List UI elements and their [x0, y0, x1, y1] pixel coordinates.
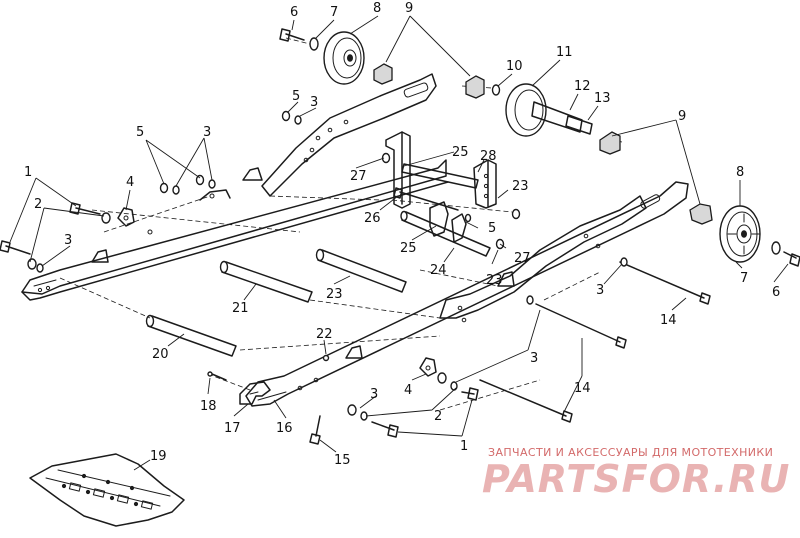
callout-3: 3	[203, 125, 211, 140]
callout-8: 8	[373, 1, 381, 16]
right-fasteners	[309, 257, 711, 445]
callout-4: 4	[404, 383, 412, 398]
callout-9: 9	[678, 109, 686, 124]
watermark-tagline: ЗАПЧАСТИ И АКСЕССУАРЫ ДЛЯ МОТОТЕХНИКИ	[488, 446, 773, 459]
callout-23: 23	[326, 287, 343, 302]
callout-5: 5	[488, 221, 496, 236]
callout-24: 24	[430, 263, 447, 278]
callout-3: 3	[370, 387, 378, 402]
right-rail	[245, 181, 689, 407]
callout-22: 22	[316, 327, 333, 342]
rear-wheel-axle-group	[505, 83, 621, 155]
callout-19: 19	[150, 449, 167, 464]
callout-5: 5	[136, 125, 144, 140]
callout-28: 28	[480, 149, 497, 164]
callout-14: 14	[660, 313, 677, 328]
callout-1: 1	[24, 165, 32, 180]
right-idler-wheel-group	[689, 203, 800, 267]
callout-21: 21	[232, 301, 249, 316]
callout-3: 3	[530, 351, 538, 366]
callout-25: 25	[400, 241, 417, 256]
callout-6: 6	[772, 285, 780, 300]
scissor-bracket-group	[381, 131, 521, 250]
slide-tip-group	[207, 371, 271, 405]
callout-23: 23	[512, 179, 529, 194]
watermark: ЗАПЧАСТИ И АКСЕССУАРЫ ДЛЯ МОТОТЕХНИКИ PA…	[482, 446, 790, 501]
callout-14: 14	[574, 381, 591, 396]
leader-lines	[9, 15, 789, 471]
callout-1: 1	[460, 439, 468, 454]
callout-20: 20	[152, 347, 169, 362]
callout-2: 2	[34, 197, 42, 212]
callout-13: 13	[594, 91, 611, 106]
callout-10: 10	[506, 59, 523, 74]
callout-6: 6	[290, 5, 298, 20]
callout-12: 12	[574, 79, 591, 94]
callout-26: 26	[364, 211, 381, 226]
callout-18: 18	[200, 399, 217, 414]
callout-17: 17	[224, 421, 241, 436]
upper-idler-wheel-group	[279, 28, 501, 99]
left-rail	[21, 159, 449, 301]
callout-8: 8	[736, 165, 744, 180]
cross-shaft-21	[219, 260, 313, 303]
callout-9: 9	[405, 1, 413, 16]
callout-25: 25	[452, 145, 469, 160]
callout-3: 3	[64, 233, 72, 248]
callout-3: 3	[310, 95, 318, 110]
callout-27: 27	[350, 169, 367, 184]
callout-27: 27	[514, 251, 531, 266]
callout-15: 15	[334, 453, 351, 468]
callout-7: 7	[330, 5, 338, 20]
callout-4: 4	[126, 175, 134, 190]
callout-3: 3	[596, 283, 604, 298]
left-rear-arm	[261, 73, 437, 197]
watermark-logo: PARTSFOR.RU	[482, 457, 790, 501]
callout-labels: 6 7 8 9 10 11 12 13 9 8 7 6 5 3 5 3 1 4 …	[24, 1, 780, 468]
callout-7: 7	[740, 271, 748, 286]
callout-16: 16	[276, 421, 293, 436]
callout-11: 11	[556, 45, 573, 60]
left-fasteners	[0, 110, 302, 273]
callout-5: 5	[292, 89, 300, 104]
cross-shaft-20	[145, 314, 237, 357]
cross-shaft-23	[315, 248, 407, 293]
callout-2: 2	[434, 409, 442, 424]
callout-23: 23	[486, 273, 503, 288]
wear-strip-19	[29, 453, 185, 527]
